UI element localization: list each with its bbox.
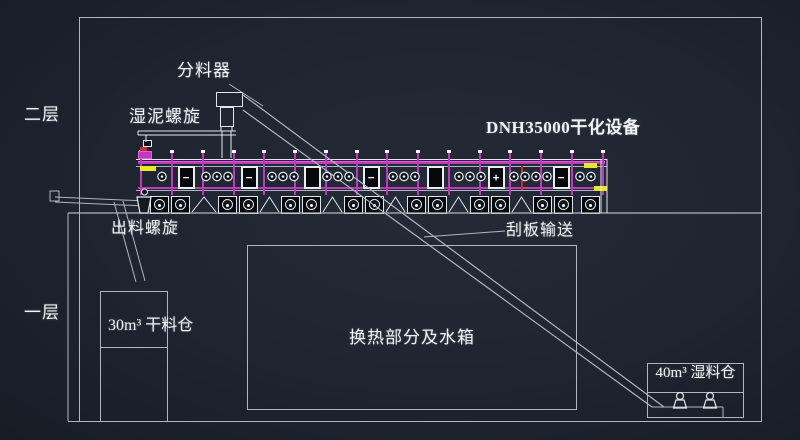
fan-hub xyxy=(179,203,182,207)
fan-hub xyxy=(310,203,313,207)
machine-post xyxy=(386,153,388,195)
label-distributor: 分料器 xyxy=(177,61,231,80)
machine-top-chord xyxy=(138,161,605,164)
yellow-marker-left xyxy=(140,166,156,171)
feed-motor-box xyxy=(143,140,152,147)
machine-post xyxy=(540,153,542,195)
label-second-floor: 二层 xyxy=(24,105,60,124)
fan-hub xyxy=(589,203,592,207)
machine-post xyxy=(263,153,265,195)
machine-post-cap xyxy=(324,150,328,153)
access-door: − xyxy=(362,166,380,189)
label-heat-exchange: 换热部分及水箱 xyxy=(349,328,475,347)
machine-post-cap xyxy=(170,150,174,153)
machine-post-cap xyxy=(601,150,605,153)
machine-post xyxy=(509,153,511,195)
feed-motor xyxy=(138,151,152,159)
red-accent-line xyxy=(521,166,523,190)
machine-post-cap xyxy=(508,150,512,153)
machine-post xyxy=(325,153,327,195)
label-wet-mud-screw: 湿泥螺旋 xyxy=(129,107,201,126)
access-door xyxy=(303,166,321,189)
label-first-floor: 一层 xyxy=(24,303,60,322)
feed-motor-red xyxy=(140,147,147,152)
machine-post xyxy=(448,153,450,195)
machine-post-cap xyxy=(539,150,543,153)
wet-bin-divider xyxy=(648,392,743,393)
fan-hub xyxy=(436,203,439,207)
fan-hub xyxy=(247,203,250,207)
machine-post xyxy=(171,153,173,195)
machine-post xyxy=(479,153,481,195)
machine-post-cap xyxy=(232,150,236,153)
distributor-stem xyxy=(220,107,234,127)
fan-hub xyxy=(158,203,161,207)
machine-post xyxy=(140,153,142,195)
machine-post-cap xyxy=(570,150,574,153)
yellow-marker-right-top xyxy=(584,163,597,168)
machine-post xyxy=(233,153,235,195)
fan-hub xyxy=(289,203,292,207)
machine-post xyxy=(202,153,204,195)
access-door: − xyxy=(240,166,258,189)
machine-post-cap xyxy=(355,150,359,153)
label-discharge-screw: 出料螺旋 xyxy=(111,220,180,237)
dry-bin-box xyxy=(100,291,168,422)
machine-post-cap xyxy=(262,150,266,153)
fan-hub xyxy=(352,203,355,207)
machine-post xyxy=(294,153,296,195)
label-dry-bin: 30m³ 干料仓 xyxy=(108,317,194,334)
fan-hub xyxy=(499,203,502,207)
machine-post xyxy=(356,153,358,195)
access-door: + xyxy=(487,166,505,189)
fan-hub xyxy=(562,203,565,207)
fan-hub xyxy=(478,203,481,207)
fan-hub xyxy=(226,203,229,207)
label-equipment-title: DNH35000干化设备 xyxy=(486,118,641,137)
access-door xyxy=(426,166,444,189)
machine-post-cap xyxy=(478,150,482,153)
access-door: − xyxy=(177,166,195,189)
label-scraper-conveyor: 刮板输送 xyxy=(506,222,575,239)
machine-post-cap xyxy=(416,150,420,153)
label-wet-bin: 40m³ 湿料仓 xyxy=(655,365,736,381)
machine-post-cap xyxy=(385,150,389,153)
fan-hub xyxy=(415,203,418,207)
machine-post xyxy=(571,153,573,195)
machine-top-line xyxy=(136,159,607,160)
building-outline xyxy=(79,17,762,422)
access-door: − xyxy=(552,166,570,189)
fan-hub xyxy=(541,203,544,207)
machine-band-bottom-line xyxy=(136,190,607,191)
fan-hub xyxy=(373,203,376,207)
distributor-box xyxy=(216,92,243,107)
machine-post-cap xyxy=(447,150,451,153)
machine-post xyxy=(417,153,419,195)
dry-bin-divider xyxy=(101,347,167,348)
machine-post-cap xyxy=(201,150,205,153)
machine-post-cap xyxy=(293,150,297,153)
yellow-marker-right-bottom xyxy=(594,186,607,191)
